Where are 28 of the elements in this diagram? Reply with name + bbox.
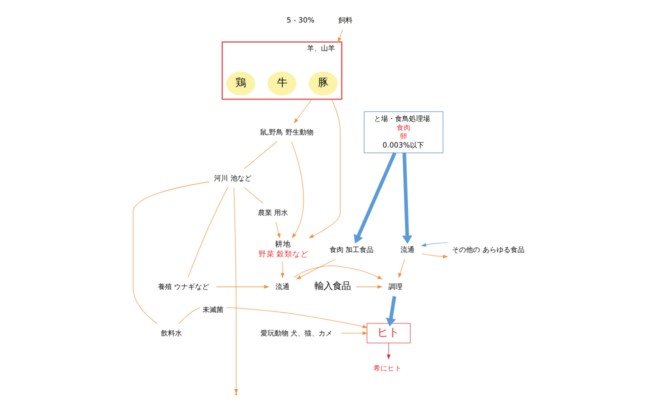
arrow xyxy=(385,296,396,326)
connector xyxy=(243,140,277,169)
arrow xyxy=(398,258,405,278)
arrow xyxy=(293,265,382,279)
arrow xyxy=(233,186,238,394)
arrow xyxy=(295,258,336,279)
node-box: ヒト xyxy=(366,322,410,343)
connector xyxy=(187,186,228,278)
arrow xyxy=(290,140,304,238)
arrow xyxy=(353,152,396,244)
arrow xyxy=(293,98,312,124)
connector xyxy=(243,186,263,204)
arrow xyxy=(216,284,269,288)
node-ellipse: 牛 xyxy=(267,71,296,95)
arrow xyxy=(280,260,284,278)
arrow xyxy=(420,242,448,246)
arrow xyxy=(308,98,340,238)
connector xyxy=(132,181,210,324)
node-ellipse: 豚 xyxy=(308,71,338,95)
arrow xyxy=(402,152,412,244)
arrow xyxy=(356,284,382,288)
arrow xyxy=(386,342,390,360)
arrow xyxy=(420,252,448,258)
node-ellipse: 鶏 xyxy=(226,71,255,95)
arrow xyxy=(337,28,342,42)
arrow xyxy=(275,221,280,238)
arrow xyxy=(340,330,368,334)
node-text: 輸入食品 xyxy=(314,280,350,292)
